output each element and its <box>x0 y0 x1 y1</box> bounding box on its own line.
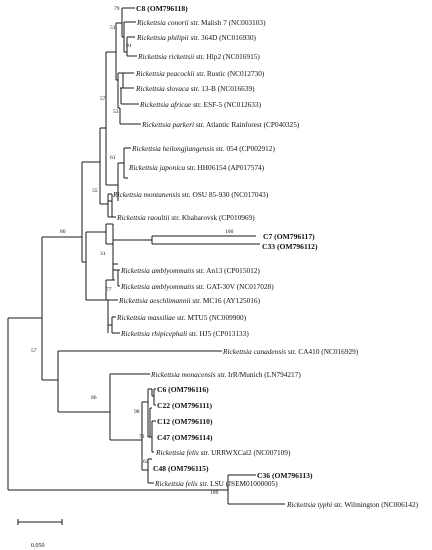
bootstrap-value: 91 <box>126 43 132 49</box>
taxon-rickettsii: Rickettsia rickettsii str. Hlp2 (NC01691… <box>137 52 260 61</box>
taxon-raoultii: Rickettsia raoultii str. Khabarovsk (CP0… <box>116 213 255 222</box>
taxon-massiliae: Rickettsia massiliae str. MTU5 (NC009900… <box>116 313 247 322</box>
bootstrap-value: 55 <box>92 188 98 194</box>
bootstrap-value: 57 <box>31 348 37 354</box>
taxon-montanensis: Rickettsia montanensis str. OSU 85-930 (… <box>112 190 269 199</box>
taxon-c33: C33 (OM796112) <box>262 242 318 251</box>
bootstrap-value: 80 <box>60 229 66 235</box>
bootstrap-values: 79 51 91 57 53 61 55 80 31 100 77 57 86 … <box>31 6 234 496</box>
bootstrap-value: 86 <box>91 395 97 401</box>
taxon-africae: Rickettsia africae str. ESF-5 (NC012633) <box>139 100 262 109</box>
taxon-aeschlimannii: Rickettsia aeschlimannii str. MC16 (AY12… <box>118 296 261 305</box>
bootstrap-value: 98 <box>134 409 140 415</box>
taxon-felis-lsu: Rickettsia felis str. LSU (JSEM01000005) <box>154 479 278 488</box>
taxon-canadensis: Rickettsia canadensis str. CA410 (NC0169… <box>222 347 359 356</box>
scale-bar-label: 0.050 <box>31 543 45 549</box>
taxon-c48: C48 (OM796115) <box>153 464 209 473</box>
taxon-c7: C7 (OM796117) <box>263 232 315 241</box>
bootstrap-value: 77 <box>106 287 112 293</box>
taxon-typhi: Rickettsia typhi str. Wilmington (NC0061… <box>286 500 419 509</box>
taxon-labels: C8 (OM796118) Rickettsia conorii str. Ma… <box>112 4 419 509</box>
taxon-c8: C8 (OM796118) <box>136 4 188 13</box>
bootstrap-value: 61 <box>110 155 116 161</box>
taxon-amblyommatis-an13: Rickettsia amblyommatis str. An13 (CP015… <box>120 266 260 275</box>
taxon-parkeri: Rickettsia parkeri str. Atlantic Rainfor… <box>141 120 300 129</box>
bootstrap-value: 100 <box>225 229 234 235</box>
taxon-conorii: Rickettsia conorii str. Malish 7 (NC0031… <box>136 18 266 27</box>
taxon-c12: C12 (OM796110) <box>157 417 213 426</box>
bootstrap-value: 31 <box>100 251 106 257</box>
bootstrap-value: 57 <box>100 96 106 102</box>
taxon-heilongjiangensis: Rickettsia heilongjiangensis str. 054 (C… <box>131 144 275 153</box>
taxon-felis-urrwxcal2: Rickettsia felis str. URRWXCal2 (NC00710… <box>155 448 291 457</box>
taxon-philipii: Rickettsia philipii str. 364D (NC016930) <box>136 33 257 42</box>
taxon-rhipicephali: Rickettsia rhipicephali str. HJ5 (CP0131… <box>120 329 249 338</box>
taxon-japonica: Rickettsia japonica str. HH06154 (AP0175… <box>128 163 265 172</box>
taxon-slovaca: Rickettsia slovaca str. 13-B (NC016639) <box>135 84 255 93</box>
bootstrap-value: 53 <box>113 109 119 115</box>
taxon-c36: C36 (OM796113) <box>257 471 313 480</box>
taxon-c6: C6 (OM796116) <box>157 385 209 394</box>
taxon-peacockii: Rickettsia peacockii str. Rustic (NC0127… <box>135 69 265 78</box>
bootstrap-value: 100 <box>210 490 219 496</box>
bootstrap-value: 79 <box>114 6 120 12</box>
taxon-amblyommatis-gat30v: Rickettsia amblyommatis str. GAT-30V (NC… <box>120 282 274 291</box>
bootstrap-value: 51 <box>110 25 116 31</box>
bootstrap-value: 62 <box>143 459 149 465</box>
taxon-c22: C22 (OM796111) <box>157 401 213 410</box>
taxon-monacensis: Rickettsia monacensis str. IrR/Munich (L… <box>150 370 301 379</box>
tree-branches <box>7 7 285 525</box>
taxon-c47: C47 (OM796114) <box>157 433 213 442</box>
bootstrap-value: 72 <box>139 434 145 440</box>
